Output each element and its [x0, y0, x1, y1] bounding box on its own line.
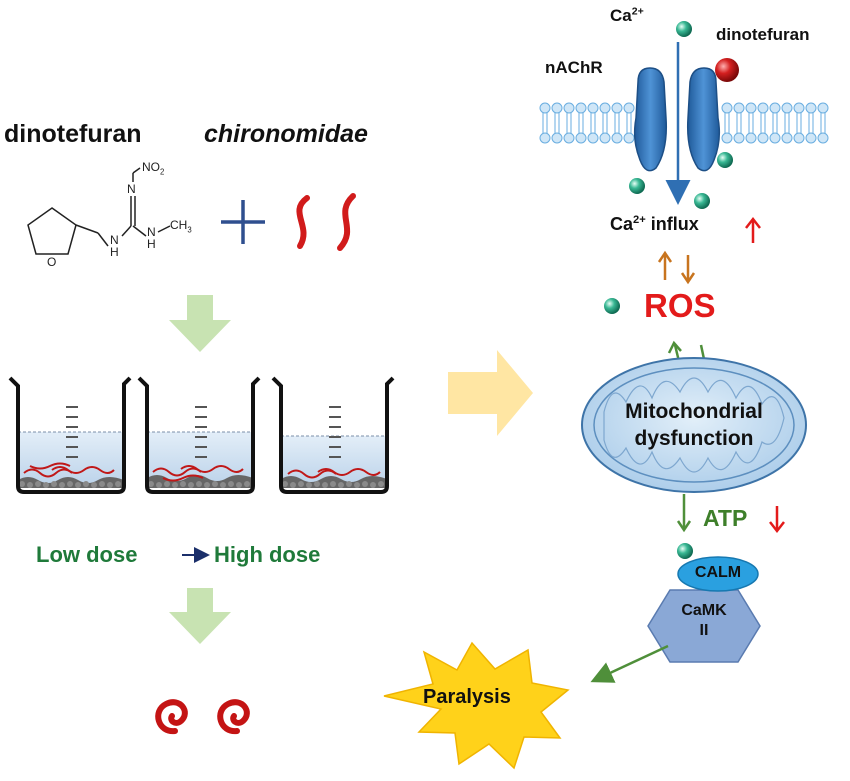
molecule-n-label: N	[127, 182, 136, 196]
dinotefuran-title: dinotefuran	[4, 120, 142, 148]
plus-icon	[221, 200, 265, 244]
increase-arrow-ca	[745, 216, 761, 243]
ros-ca-feedback-arrows	[657, 250, 696, 285]
beaker-2	[137, 376, 261, 494]
dinotefuran-receptor-label: dinotefuran	[716, 25, 810, 44]
high-dose-label: High dose	[214, 542, 321, 567]
down-arrow-green-1	[169, 295, 231, 352]
right-arrow-yellow	[448, 350, 533, 436]
beaker-1	[8, 376, 132, 494]
down-arrow-green-2	[169, 588, 231, 644]
worm-icon-pair	[296, 193, 356, 251]
low-dose-label: Low dose	[36, 542, 138, 567]
cell-membrane	[539, 102, 829, 144]
dinotefuran-structure	[27, 167, 171, 255]
chironomidae-title: chironomidae	[204, 120, 368, 148]
molecule-no2-label: NO2	[142, 160, 165, 177]
calm-ellipse	[677, 556, 759, 592]
molecule-ch3-label: CH3	[170, 218, 192, 235]
decrease-arrow-atp	[769, 506, 785, 534]
calcium-top-label: Ca2+	[610, 5, 644, 25]
paralysis-starburst	[383, 641, 570, 770]
ca-influx-label: Ca2+ influx	[610, 214, 699, 234]
ros-label: ROS	[644, 287, 716, 324]
dinotefuran-molecule-icon	[715, 58, 739, 82]
paralysis-label: Paralysis	[423, 686, 511, 708]
calm-label: CALM	[694, 564, 742, 581]
nachr-label: nAChR	[545, 58, 603, 77]
molecule-o-label: O	[47, 255, 57, 269]
nachr-channel	[633, 67, 721, 172]
camk-paralysis-arrow	[590, 644, 669, 683]
mitochondrion-icon	[581, 357, 807, 493]
calcium-ion-icons	[604, 21, 733, 559]
mito-atp-arrow	[676, 494, 692, 533]
camk-ii-hexagon	[647, 589, 761, 663]
atp-label: ATP	[703, 505, 748, 531]
curled-worm-icon-pair	[155, 699, 250, 735]
beaker-3	[271, 376, 395, 494]
